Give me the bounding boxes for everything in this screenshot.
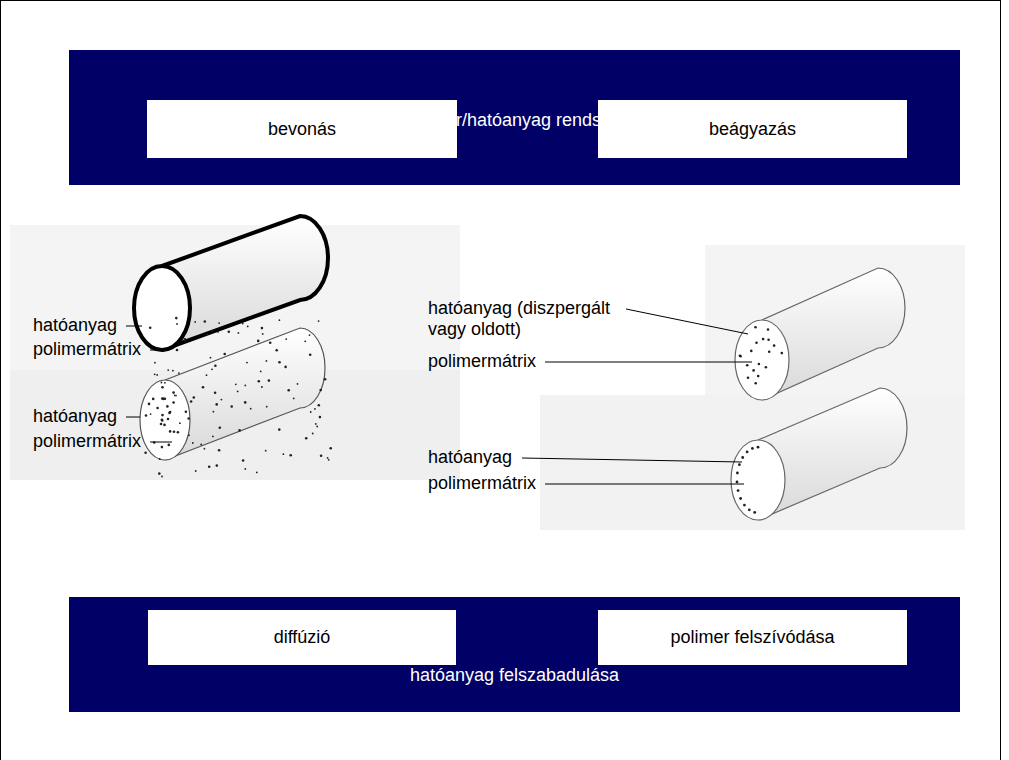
box-label: diffúzió bbox=[274, 627, 331, 648]
box-label: bevonás bbox=[268, 119, 336, 140]
part-label: hatóanyag bbox=[33, 406, 117, 427]
diffusion-cylinder bbox=[140, 328, 325, 460]
category-box: polimer felszívódása bbox=[598, 610, 907, 665]
box-label: polimer felszívódása bbox=[670, 627, 834, 648]
part-label: polimermátrix bbox=[428, 473, 536, 494]
part-label: hatóanyag bbox=[33, 315, 117, 336]
category-band: polimer/hatóanyag rendszerbevonásbeágyaz… bbox=[69, 50, 960, 185]
category-box: beágyazás bbox=[598, 100, 907, 158]
category-box: bevonás bbox=[147, 100, 457, 158]
part-label: polimermátrix bbox=[428, 351, 536, 372]
box-label: beágyazás bbox=[709, 119, 796, 140]
category-box: diffúzió bbox=[148, 610, 456, 665]
part-label: hatóanyag bbox=[428, 447, 512, 468]
drug-particles bbox=[144, 317, 783, 514]
embedded-cylinder bbox=[735, 268, 905, 400]
category-band: hatóanyag felszabadulása diffúzió polimer … bbox=[69, 597, 960, 712]
eroding-cylinder bbox=[731, 388, 907, 520]
part-label: polimermátrix bbox=[33, 431, 141, 452]
part-label: hatóanyag (diszpergált vagy oldott) bbox=[428, 298, 633, 340]
band-title: hatóanyag felszabadulása bbox=[69, 665, 960, 686]
part-label: polimermátrix bbox=[33, 339, 141, 360]
